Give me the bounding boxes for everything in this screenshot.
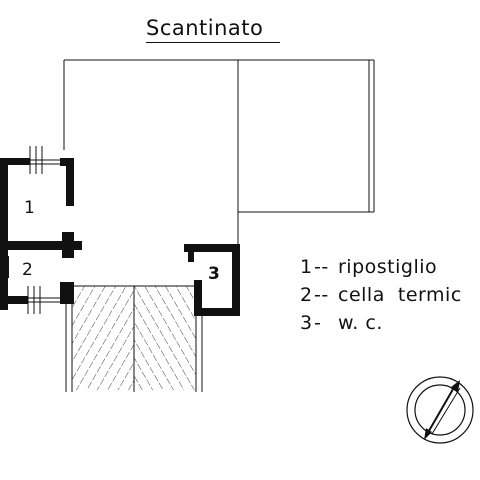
legend-dash: -- (314, 284, 329, 306)
legend-item: 1-- ripostiglio (300, 253, 462, 281)
walls-left-rooms (0, 158, 82, 310)
legend-dash: - (314, 312, 322, 334)
legend-item: 3-w. c. (300, 309, 462, 337)
legend-label: cella termic (338, 284, 462, 306)
legend-dash: -- (314, 256, 329, 278)
room-number-2: 2 (22, 260, 33, 280)
compass-icon (406, 376, 474, 444)
outline-main (63, 59, 375, 244)
room-number-3: 3 (208, 264, 220, 284)
window-marks (27, 146, 60, 314)
walls-room-3 (184, 244, 240, 316)
legend-number: 2 (300, 284, 313, 306)
legend-label: w. c. (338, 312, 383, 334)
legend-item: 2-- cella termic (300, 281, 462, 309)
legend-label: ripostiglio (338, 256, 438, 278)
staircase (65, 285, 203, 392)
legend: 1-- ripostiglio 2-- cella termic 3-w. c. (300, 253, 462, 337)
legend-number: 3 (300, 312, 313, 334)
plan-title: Scantinato (146, 16, 264, 40)
title-underline (146, 42, 280, 43)
legend-number: 1 (300, 256, 313, 278)
room-number-1: 1 (24, 198, 35, 218)
